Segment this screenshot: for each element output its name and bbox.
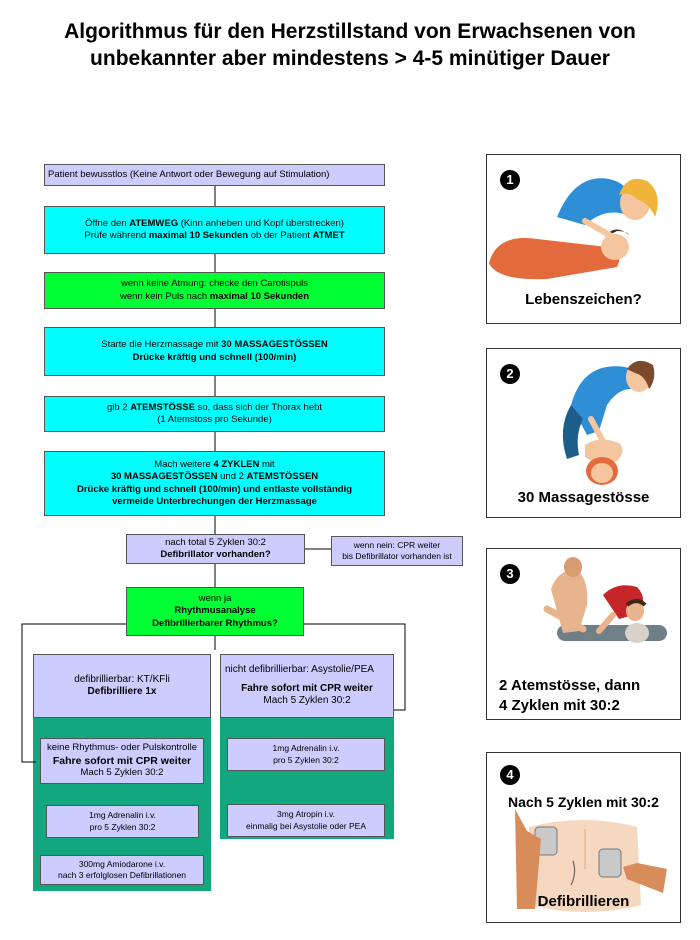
b6-line4: vermeide Unterbrechungen der Herzmassage bbox=[112, 496, 317, 507]
b7side-line1: wenn nein: CPR weiter bbox=[353, 540, 441, 550]
step-caption-line-1: 2 Atemstösse, dann bbox=[499, 677, 641, 694]
illustration-defibrillation bbox=[515, 809, 667, 912]
box-compressions: Starte die Herzmassage mit 30 MASSAGESTÖ… bbox=[44, 327, 385, 376]
b4-30: 30 MASSAGESTÖSSEN bbox=[221, 339, 328, 350]
step-number-badge: 4 bbox=[500, 765, 520, 785]
b2-max: maximal 10 Sekunden bbox=[148, 230, 249, 241]
box-no-defib: wenn nein: CPR weiter bis Defibrillator … bbox=[331, 536, 463, 566]
right-head-line3: Mach 5 Zyklen 30:2 bbox=[263, 695, 351, 707]
step-caption-top: Nach 5 Zyklen mit 30:2 bbox=[508, 794, 659, 810]
box-cycles: Mach weitere 4 ZYKLEN mit 30 MASSAGESTÖS… bbox=[44, 451, 385, 516]
b6-text: 30 MASSAGESTÖSSEN bbox=[110, 471, 218, 482]
b5-line2: (1 Atemstoss pro Sekunde) bbox=[157, 414, 272, 425]
b7-line1: nach total 5 Zyklen 30:2 bbox=[165, 536, 266, 548]
b2-atmet: ATMET bbox=[312, 230, 345, 241]
box-airway: Öffne den ATEMWEG (Kinn anheben und Kopf… bbox=[44, 206, 385, 254]
right-b1-line1: 1mg Adrenalin i.v. bbox=[272, 743, 340, 753]
b4-line2: Drücke kräftig und schnell (100/min) bbox=[132, 351, 297, 363]
step-number-badge: 1 bbox=[500, 170, 520, 190]
b6-text: Mach weitere bbox=[154, 458, 214, 470]
b6-text: mit bbox=[259, 458, 275, 470]
b3-text: wenn kein Puls nach bbox=[119, 290, 210, 302]
box-shockable: defibrillierbar: KT/KFli Defibrilliere 1… bbox=[33, 654, 211, 718]
step-caption: Lebenszeichen? bbox=[525, 291, 642, 308]
b6-text: und 2 bbox=[217, 471, 247, 482]
title-line-1: Algorithmus für den Herzstillstand von E… bbox=[64, 20, 636, 43]
left-b3-line1: 300mg Amiodarone i.v. bbox=[78, 858, 166, 869]
box-right-atropin: 3mg Atropin i.v. einmalig bei Asystolie … bbox=[227, 804, 385, 837]
box-defib-question: nach total 5 Zyklen 30:2 Defibrillator v… bbox=[126, 534, 305, 564]
b3-line1: wenn keine Atmung: checke den Carotispul… bbox=[121, 278, 308, 289]
b2-text: ob der Patient bbox=[248, 230, 313, 241]
left-b1-line2: Fahre sofort mit CPR weiter bbox=[52, 754, 192, 767]
b7-line2: Defibrillator vorhanden? bbox=[160, 549, 271, 560]
b5-text: so, dass sich der Thorax hebt bbox=[194, 401, 323, 413]
b2-airway: ATEMWEG bbox=[129, 217, 179, 229]
step-caption: 30 Massagestösse bbox=[517, 489, 650, 506]
b2-text: (Kinn anheben und Kopf überstrecken) bbox=[178, 217, 344, 229]
b5-text: gib 2 bbox=[106, 401, 131, 413]
b7side-line2: bis Defibrillator vorhanden ist bbox=[342, 551, 452, 561]
box-rhythm-analysis: wenn ja Rhythmusanalyse Defibrillierbare… bbox=[126, 587, 304, 636]
step-caption: Defibrillieren bbox=[537, 893, 630, 910]
step-number-badge: 2 bbox=[500, 364, 520, 384]
box-breaths: gib 2 ATEMSTÖSSE so, dass sich der Thora… bbox=[44, 396, 385, 432]
right-b1-line2: pro 5 Zyklen 30:2 bbox=[273, 754, 339, 765]
box-pulse-check: wenn keine Atmung: checke den Carotispul… bbox=[44, 272, 385, 309]
b6-cycles: 4 ZYKLEN bbox=[213, 458, 260, 470]
right-head-line2: Fahre sofort mit CPR weiter bbox=[241, 682, 373, 694]
b6-text: ATEMSTÖSSEN bbox=[246, 471, 319, 482]
step-card-3: 3 2 Atemstösse, dann 4 Zyklen mit 30:2 bbox=[486, 548, 681, 720]
right-head-line1: nicht defibrillierbar: Asystolie/PEA bbox=[225, 664, 374, 676]
left-b2-line2: pro 5 Zyklen 30:2 bbox=[89, 821, 156, 832]
left-head-line1: defibrillierbar: KT/KFli bbox=[74, 673, 170, 685]
b2-text: Prüfe während bbox=[84, 230, 149, 241]
left-b2-line1: 1mg Adrenalin i.v. bbox=[89, 810, 156, 820]
step-card-4: 4 Nach 5 Zyklen mit 30:2 Defibrillieren bbox=[486, 752, 681, 923]
b8-line2: Rhythmusanalyse bbox=[174, 605, 256, 617]
left-b1-line3: Mach 5 Zyklen 30:2 bbox=[80, 767, 164, 779]
box-right-adrenalin: 1mg Adrenalin i.v. pro 5 Zyklen 30:2 bbox=[227, 738, 385, 771]
step-card-1: 1 Lebenszeichen? bbox=[486, 154, 681, 324]
right-b2-line2: einmalig bei Asystolie oder PEA bbox=[245, 820, 366, 831]
b2-text: Öffne den bbox=[85, 217, 130, 229]
left-b3-line2: nach 3 erfolglosen Defibrillationen bbox=[57, 870, 187, 880]
b8-line3: Defibrillierbarer Rhythmus? bbox=[152, 617, 278, 629]
b4-text: Starte die Herzmassage mit bbox=[101, 339, 222, 350]
illustration-check-responsiveness bbox=[489, 178, 658, 280]
step-number-badge: 3 bbox=[500, 564, 520, 584]
right-b2-line1: 3mg Atropin i.v. bbox=[277, 809, 335, 819]
box-left-amiodarone: 300mg Amiodarone i.v. nach 3 erfolglosen… bbox=[40, 855, 204, 885]
page-title: Algorithmus für den Herzstillstand von E… bbox=[0, 18, 700, 72]
b5-breaths: ATEMSTÖSSE bbox=[130, 401, 195, 413]
step-caption-line-2: 4 Zyklen mit 30:2 bbox=[499, 697, 620, 714]
box-non-shockable: nicht defibrillierbar: Asystolie/PEA Fah… bbox=[220, 654, 394, 718]
box-unconscious-text: Patient bewusstlos (Keine Antwort oder B… bbox=[48, 168, 330, 180]
box-unconscious: Patient bewusstlos (Keine Antwort oder B… bbox=[44, 164, 385, 186]
b8-line1: wenn ja bbox=[198, 592, 232, 604]
illustration-rescue-breaths bbox=[543, 557, 667, 643]
left-head-line2: Defibrilliere 1x bbox=[87, 686, 157, 697]
box-left-cpr: keine Rhythmus- oder Pulskontrolle Fahre… bbox=[40, 738, 204, 784]
b3-max: maximal 10 Sekunden bbox=[209, 290, 310, 302]
box-left-adrenalin: 1mg Adrenalin i.v. pro 5 Zyklen 30:2 bbox=[46, 805, 199, 838]
step-card-2: 2 30 Massagestösse bbox=[486, 348, 681, 518]
title-line-2: unbekannter aber mindestens > 4-5 minüti… bbox=[90, 47, 610, 70]
b6-line3: Drücke kräftig und schnell (100/min) und… bbox=[76, 483, 353, 495]
left-b1-line1: keine Rhythmus- oder Pulskontrolle bbox=[47, 742, 197, 754]
illustration-chest-compressions bbox=[562, 360, 655, 485]
